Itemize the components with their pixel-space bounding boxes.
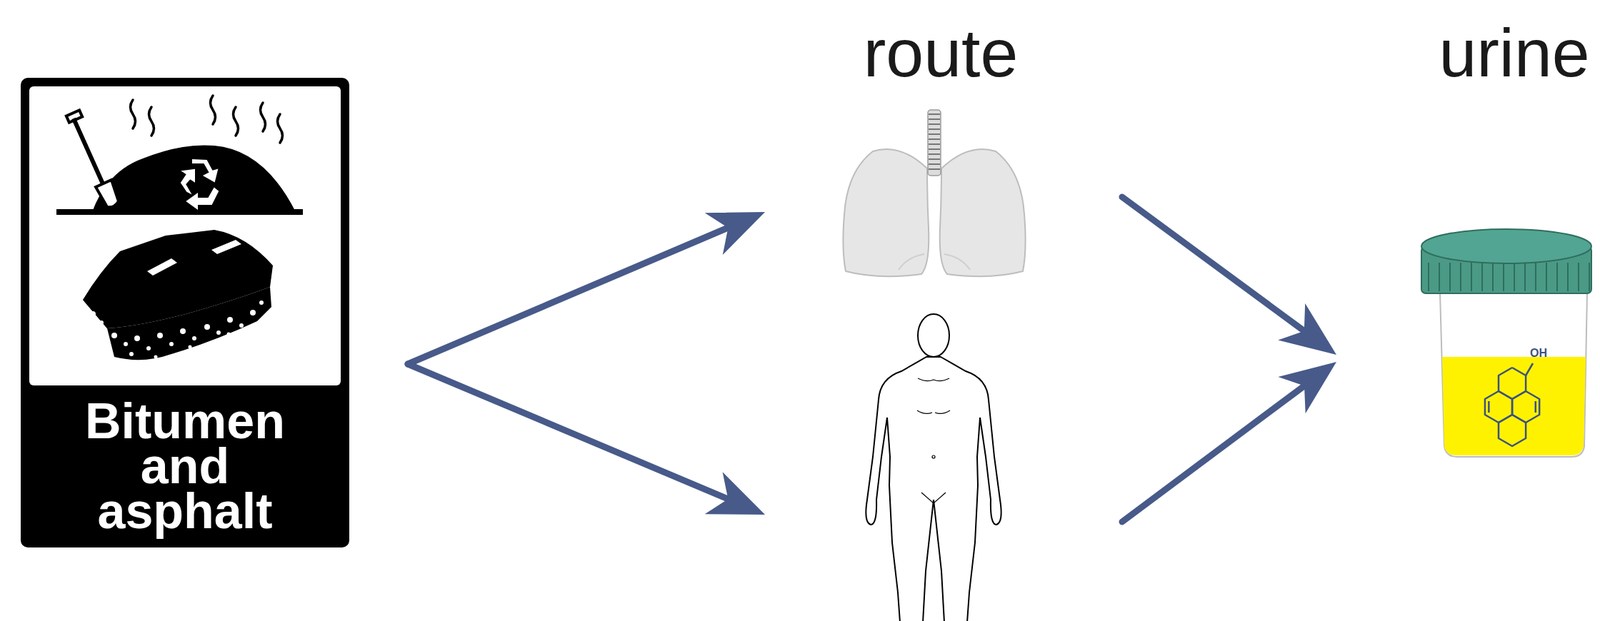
arrow-head xyxy=(705,472,765,515)
arrow-shaft xyxy=(407,364,728,500)
urine-container xyxy=(1421,229,1592,458)
human-body-figure xyxy=(865,314,1001,621)
sign-title: Bitumen and asphalt xyxy=(70,399,300,535)
chemical-group-label: OH xyxy=(1530,347,1548,360)
lungs-figure xyxy=(842,110,1025,277)
hazard-sign xyxy=(20,77,350,548)
flow-arrows xyxy=(407,197,1337,523)
column-heading: route xyxy=(863,19,1019,88)
arrow-head xyxy=(1277,303,1337,355)
sign-box: Bitumen and asphalt xyxy=(20,77,350,548)
column-heading: urine xyxy=(1438,19,1590,88)
arrow-shaft xyxy=(407,227,728,365)
arrow-shaft xyxy=(1122,386,1305,523)
arrow-head xyxy=(1277,362,1337,414)
arrow-shaft xyxy=(1122,197,1305,332)
arrow-head xyxy=(705,212,765,255)
